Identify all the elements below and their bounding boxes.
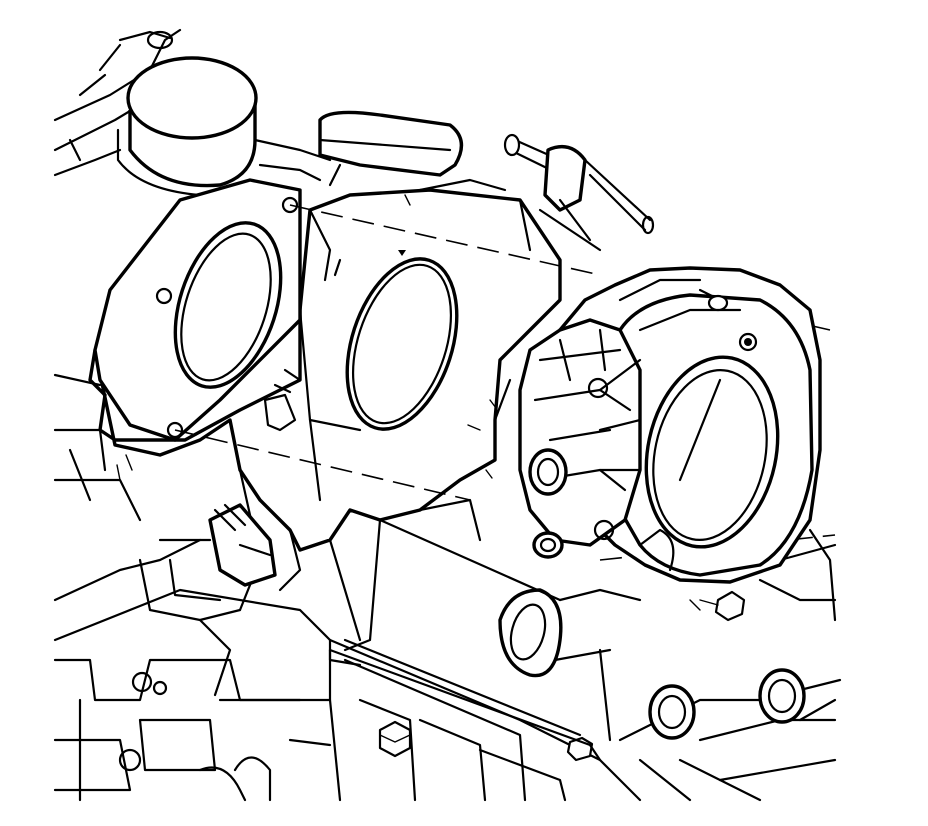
sensor <box>318 110 464 187</box>
intake-manifold <box>53 138 562 697</box>
map-sensor <box>158 503 277 587</box>
coolant-pipes <box>618 528 842 802</box>
pipe-end <box>758 668 806 724</box>
throttle-body-gasket <box>345 250 459 431</box>
stud-bracket <box>503 133 655 252</box>
pipe-end <box>648 684 696 740</box>
cover-plate <box>328 518 602 762</box>
coolant-outlet <box>498 588 642 742</box>
throttle-body-bolt <box>532 531 564 559</box>
vacuum-fitting <box>263 368 302 432</box>
throttle-body <box>518 266 822 584</box>
detail-marks <box>116 194 701 611</box>
engine-bolt <box>378 720 412 758</box>
oil-fill-cap <box>116 56 258 197</box>
throttle-body-bolts <box>699 590 746 622</box>
engine-block <box>53 588 642 802</box>
throttle-shaft-boss <box>528 448 568 496</box>
